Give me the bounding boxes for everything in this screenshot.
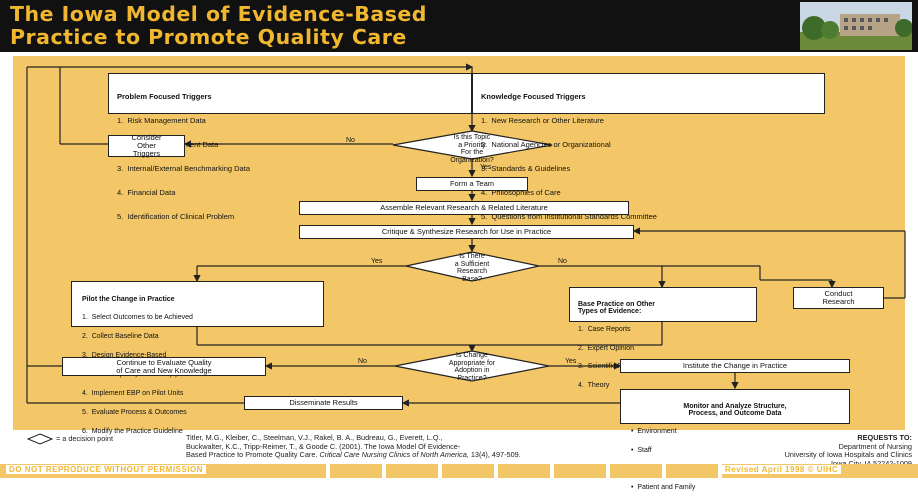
pilot-item: 2. Collect Baseline Data <box>82 333 159 341</box>
knowledge-trigger-item: 2. National Agencies or Organizational <box>481 140 611 149</box>
no-label: No <box>346 137 355 144</box>
decision-priority-diamond <box>392 130 553 160</box>
disseminate-results-box: Disseminate Results <box>244 396 403 410</box>
no-label: No <box>358 358 367 365</box>
requests-heading: REQUESTS TO: <box>857 433 912 442</box>
pilot-item: 1. Select Outcomes to be Achieved <box>82 314 193 322</box>
decision-research-diamond <box>405 251 540 282</box>
citation: Titler, M.G., Kleiber, C., Steelman, V.J… <box>186 433 656 460</box>
revision-notice: Revised April 1998 © UIHC <box>722 465 842 474</box>
knowledge-trigger-item: 5. Questions from Institutional Standard… <box>481 212 657 221</box>
yes-label: Yes <box>565 358 577 365</box>
decision-adoption-text: Is Change Appropriate for Adoption in Pr… <box>448 352 496 382</box>
monitor-item: • Environment <box>631 428 677 436</box>
decision-priority-text: Is this Topic a Priority For the Organiz… <box>450 134 494 164</box>
institute-change-box: Institute the Change in Practice <box>620 359 850 373</box>
monitor-item: • Patient and Family <box>631 484 696 492</box>
requests-line: Iowa City, IA 52242-1009 <box>831 458 912 468</box>
pilot-item: 4. Implement EBP on Pilot Units <box>82 390 184 398</box>
citation-journal: Critical Care Nursing Clinics of North A… <box>319 450 469 459</box>
base-practice-item: 2. Expert Opinion <box>578 344 635 352</box>
continue-evaluate-label: Continue to Evaluate Quality of Care and… <box>116 357 212 375</box>
pilot-heading: Pilot the Change in Practice <box>82 295 175 303</box>
requests-line: University of Iowa Hospitals and Clinics <box>784 450 912 459</box>
requests-line: Department of Nursing <box>838 441 912 451</box>
pilot-item: 5. Evaluate Process & Outcomes <box>82 408 187 416</box>
monitor-analyze-box: Monitor and Analyze Structure, Process, … <box>620 389 850 491</box>
page-title: The Iowa Model of Evidence-Based Practic… <box>10 2 427 49</box>
consider-other-triggers-label: Consider Other Triggers <box>131 133 162 158</box>
assemble-research-box: Assemble Relevant Research & Related Lit… <box>299 201 629 215</box>
problem-trigger-item: 3. Internal/External Benchmarking Data <box>117 164 250 173</box>
pilot-change-box: Pilot the Change in Practice 1. Select O… <box>71 281 324 435</box>
permission-notice: DO NOT REPRODUCE WITHOUT PERMISSION <box>6 465 206 474</box>
critique-synthesize-label: Critique & Synthesize Research for Use i… <box>381 227 552 236</box>
decision-adoption-diamond <box>394 350 550 382</box>
conduct-research-label: Conduct Research <box>822 289 855 306</box>
problem-trigger-item: 4. Financial Data <box>117 188 176 197</box>
knowledge-trigger-item: 3. Standards & Guidelines <box>481 164 571 173</box>
header: The Iowa Model of Evidence-Based Practic… <box>0 0 918 52</box>
pilot-item: 3. Design Evidence-Based <box>82 352 167 360</box>
problem-triggers-heading: Problem Focused Triggers <box>117 92 212 101</box>
form-team-label: Form a Team <box>449 179 495 188</box>
base-practice-box: Base Practice on Other Types of Evidence… <box>569 287 757 389</box>
monitor-heading: Monitor and Analyze Structure, Process, … <box>683 403 787 417</box>
decision-research-text: Is There a Sufficient Research Base? <box>454 253 490 283</box>
consider-other-triggers-box: Consider Other Triggers <box>108 133 185 158</box>
legend-text: = a decision point <box>56 434 113 443</box>
flow-connectors <box>26 63 906 445</box>
monitor-item: • Staff <box>631 446 652 454</box>
conduct-research-box: Conduct Research <box>793 287 884 309</box>
assemble-research-label: Assemble Relevant Research & Related Lit… <box>380 203 548 212</box>
knowledge-trigger-item: 4. Philosophies of Care <box>481 188 561 197</box>
building-photo <box>800 2 912 50</box>
citation-text: Titler, M.G., Kleiber, C., Steelman, V.J… <box>186 433 461 459</box>
requests-block: REQUESTS TO: Department of Nursing Unive… <box>690 433 912 468</box>
problem-focused-triggers-box: Problem Focused Triggers 1. Risk Managem… <box>108 73 472 221</box>
form-team-box: Form a Team <box>416 177 528 191</box>
problem-trigger-item: 5. Identification of Clinical Problem <box>117 212 235 221</box>
knowledge-triggers-heading: Knowledge Focused Triggers <box>481 92 586 101</box>
base-practice-item: 4. Theory <box>578 382 610 390</box>
disseminate-results-label: Disseminate Results <box>289 398 358 407</box>
knowledge-trigger-item: 1. New Research or Other Literature <box>481 116 604 125</box>
yes-label: Yes <box>480 164 492 171</box>
knowledge-focused-triggers-box: Knowledge Focused Triggers 1. New Resear… <box>472 73 825 221</box>
problem-trigger-item: 1. Risk Management Data <box>117 116 206 125</box>
continue-evaluate-box: Continue to Evaluate Quality of Care and… <box>62 357 266 376</box>
citation-volume: 13(4), 497-509. <box>470 450 521 459</box>
no-label: No <box>558 258 567 265</box>
yes-label: Yes <box>371 258 383 265</box>
bottom-strip: DO NOT REPRODUCE WITHOUT PERMISSION Revi… <box>0 460 918 478</box>
base-practice-heading: Base Practice on Other Types of Evidence… <box>578 301 656 315</box>
pilot-item: 6. Modify the Practice Guideline <box>82 427 183 435</box>
institute-change-label: Institute the Change in Practice <box>682 361 788 370</box>
base-practice-item: 1. Case Reports <box>578 326 631 334</box>
critique-synthesize-box: Critique & Synthesize Research for Use i… <box>299 225 634 239</box>
legend-diamond-icon <box>26 433 54 445</box>
